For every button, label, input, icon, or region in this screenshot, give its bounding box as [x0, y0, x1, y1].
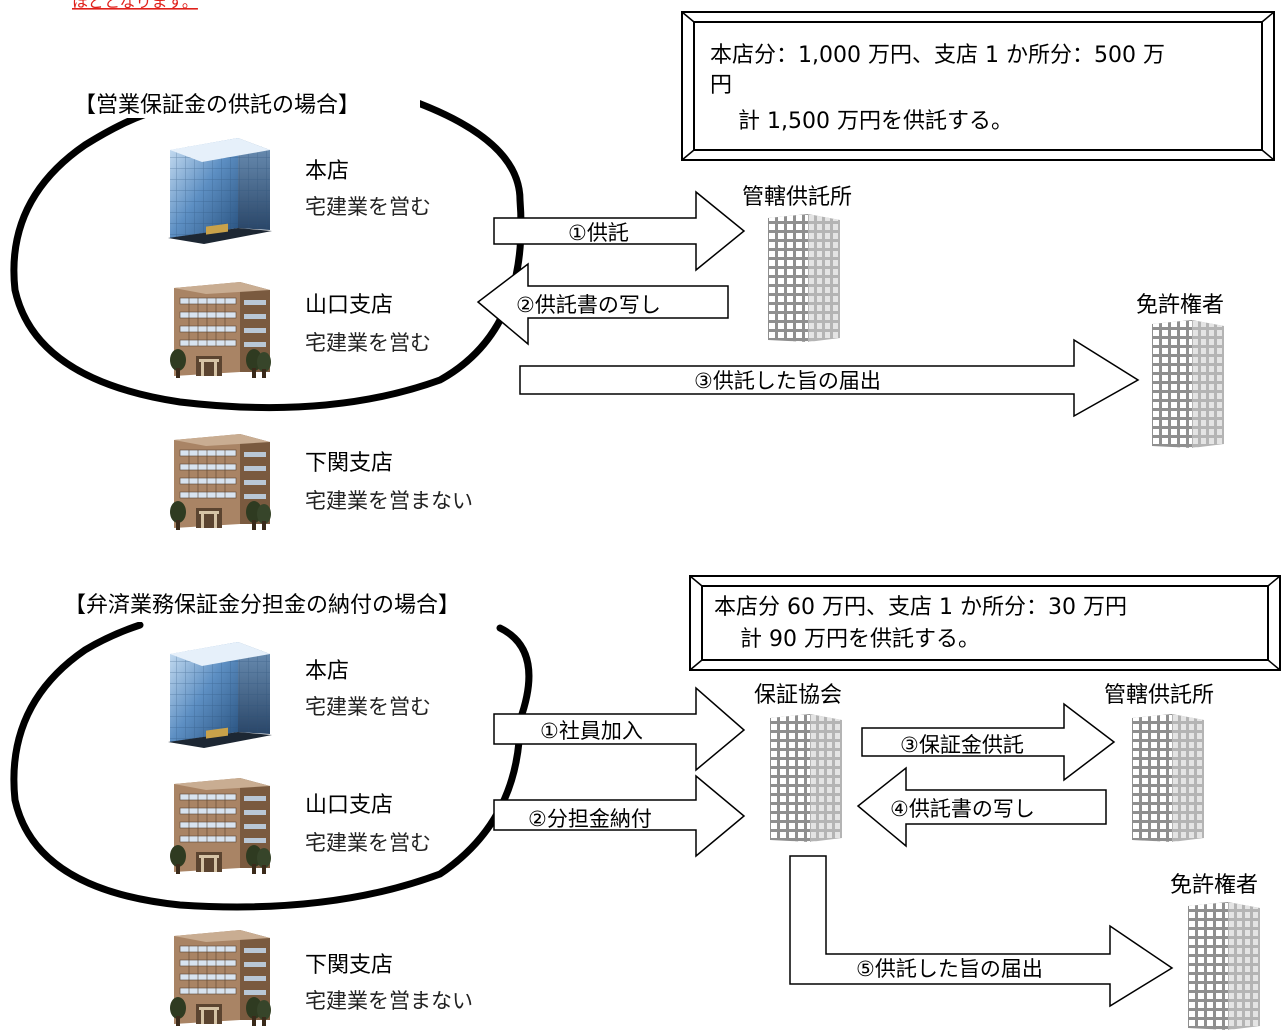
box2-line1: 本店分 60 万円、支店 1 か所分：30 万円	[714, 595, 1127, 620]
payment-amount-box: 本店分 60 万円、支店 1 か所分：30 万円 計 90 万円を供託する。	[689, 575, 1281, 671]
arrow-notification-2: ⑤供託した旨の届出	[789, 855, 1174, 1008]
arrow-guarantee-deposit: ③保証金供託	[861, 702, 1116, 782]
yamaguchi-branch-building-icon	[169, 281, 272, 379]
yamaguchi-branch-desc-2: 宅建業を営む	[305, 831, 431, 855]
arrow-membership: ①社員加入	[493, 686, 746, 772]
licensor-building-icon-2	[1188, 902, 1260, 1030]
arrow-deposit-label: ①供託	[568, 221, 629, 245]
shimonoseki-branch-desc-2: 宅建業を営まない	[305, 989, 473, 1013]
depository-label-2: 管轄供託所	[1104, 683, 1214, 708]
arrow-membership-label: ①社員加入	[540, 719, 643, 743]
head-office-building-icon-2	[168, 642, 272, 748]
arrow-contribution-label: ②分担金納付	[528, 807, 652, 831]
section-deposit-diagram: 【営業保証金の供託の場合】 本店分：1,000 万円、支店 1 か所分：500 …	[10, 11, 1275, 531]
yamaguchi-branch-name-2: 山口支店	[305, 793, 393, 818]
arrow-notification-2-label: ⑤供託した旨の届出	[856, 957, 1043, 981]
arrow-guarantee-deposit-label: ③保証金供託	[900, 733, 1024, 757]
arrow-deposit-copy-label: ②供託書の写し	[516, 293, 661, 317]
arrow-notification-label: ③供託した旨の届出	[694, 369, 881, 393]
box1-line2: 円	[710, 73, 732, 98]
deposit-amount-box: 本店分：1,000 万円、支店 1 か所分：500 万 円 計 1,500 万円…	[681, 11, 1275, 161]
arrow-deposit-copy: ②供託書の写し	[476, 262, 729, 346]
section2-heading: 【弁済業務保証金分担金の納付の場合】	[64, 593, 460, 618]
arrow-deposit-copy-2-label: ④供託書の写し	[890, 797, 1035, 821]
shimonoseki-branch-name-2: 下関支店	[305, 953, 393, 978]
depository-building-icon-2	[1132, 714, 1204, 842]
top-fragment-text: ほどとなります。	[72, 0, 198, 11]
arrow-contribution: ②分担金納付	[493, 774, 746, 858]
licensor-label: 免許権者	[1136, 293, 1224, 318]
association-building-icon	[770, 714, 842, 842]
business-group-ellipse-2	[10, 621, 533, 911]
licensor-building-icon	[1152, 320, 1224, 448]
shimonoseki-branch-name: 下関支店	[305, 451, 393, 476]
head-office-desc-2: 宅建業を営む	[305, 695, 431, 719]
box1-line1: 本店分：1,000 万円、支店 1 か所分：500 万	[710, 43, 1165, 68]
shimonoseki-branch-building-icon	[169, 433, 272, 531]
depository-building-icon	[768, 214, 840, 342]
association-label: 保証協会	[754, 683, 842, 708]
arrow-deposit: ①供託	[493, 190, 746, 272]
yamaguchi-branch-name: 山口支店	[305, 293, 393, 318]
arrow-notification: ③供託した旨の届出	[519, 338, 1140, 418]
head-office-name-2: 本店	[305, 659, 349, 684]
heading-mask-2	[60, 586, 530, 622]
head-office-name: 本店	[305, 159, 349, 184]
head-office-building-icon	[168, 138, 272, 244]
depository-label: 管轄供託所	[742, 185, 852, 210]
shimonoseki-branch-desc: 宅建業を営まない	[305, 489, 473, 513]
section1-heading: 【営業保証金の供託の場合】	[74, 93, 360, 118]
licensor-label-2: 免許権者	[1170, 873, 1258, 898]
arrow-deposit-copy-2: ④供託書の写し	[856, 766, 1107, 848]
head-office-desc: 宅建業を営む	[305, 195, 431, 219]
shimonoseki-branch-building-icon-2	[169, 929, 272, 1027]
yamaguchi-branch-building-icon-2	[169, 777, 272, 875]
box1-line3: 計 1,500 万円を供託する。	[738, 109, 1013, 134]
yamaguchi-branch-desc: 宅建業を営む	[305, 331, 431, 355]
section-payment-diagram: 【弁済業務保証金分担金の納付の場合】 本店分 60 万円、支店 1 か所分：30…	[10, 575, 1281, 1030]
business-group-ellipse	[10, 96, 525, 412]
heading-mask	[60, 84, 420, 118]
box2-line2: 計 90 万円を供託する。	[740, 627, 980, 652]
